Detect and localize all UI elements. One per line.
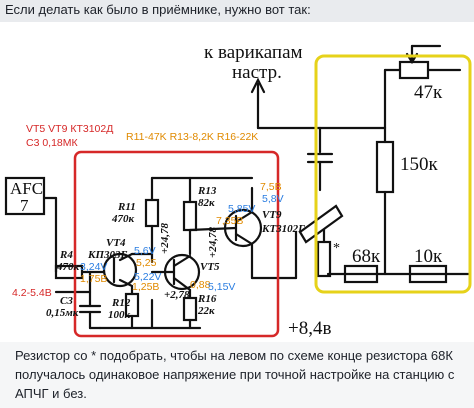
label-afc: AFC (10, 179, 43, 198)
note-v-088: 0,88 (190, 279, 211, 291)
label-r12: R12 (111, 297, 131, 309)
resistor-star (316, 240, 332, 278)
label-vt5: VT5 (200, 261, 220, 273)
note-v-585: 5,85V (228, 203, 255, 215)
label-vt4-type: КП303Г (87, 249, 128, 261)
note-v-125: 1,25В (132, 281, 159, 293)
note-v-175: 1,75В (80, 273, 107, 285)
note-v-56: 5,6V (134, 245, 156, 257)
note-resistors: R11-47K R13-8,2K R16-22K (126, 131, 258, 143)
label-c3-value: 0,15мк (46, 307, 79, 319)
afc-terminal-box (4, 176, 46, 216)
resistor-150k (375, 140, 395, 194)
label-vt9: VT9 (262, 209, 282, 221)
label-r12-value: 100к (108, 309, 131, 321)
post-bottom-text: Резистор со * подобрать, чтобы на левом … (15, 348, 455, 401)
resistor-47k (398, 60, 430, 80)
label-150k: 150к (400, 154, 439, 175)
note-v-525: 5,25 (136, 257, 157, 269)
post-top-text: Если делать как было в приёмнике, нужно … (5, 2, 311, 17)
yellow-highlight-box (314, 54, 472, 294)
varicap-arrow (250, 77, 266, 94)
label-10k: 10к (414, 246, 443, 267)
note-v-range: 4.2-5.4В (12, 287, 52, 299)
note-v-735: 7,35В (216, 215, 243, 227)
label-v-278: +2,78 (164, 289, 190, 301)
resistor-r11 (144, 198, 160, 228)
note-v-515: 5,15V (208, 281, 235, 293)
label-v-2478b: +24,78 (207, 226, 219, 258)
label-r11: R11 (117, 201, 136, 213)
note-v-58: 5,8V (262, 193, 284, 205)
label-r13-value: 82к (198, 197, 215, 209)
transistor-vt4 (102, 252, 138, 288)
note-v-324: 3,24V (80, 261, 107, 273)
note-v-522: 5,22V (134, 271, 161, 283)
resistor-68k (343, 264, 379, 284)
label-r16-value: 22к (197, 305, 215, 317)
label-r16: R16 (197, 293, 217, 305)
label-c3: C3 (60, 295, 73, 307)
label-vt4: VT4 (106, 237, 126, 249)
label-vt9-type: КТ3102Г (261, 223, 305, 235)
resistor-r13 (182, 200, 198, 232)
label-r11-value: 470к (111, 213, 135, 225)
label-supply: +8,4в (288, 318, 331, 339)
red-highlight-box (73, 150, 280, 338)
label-68k: 68к (352, 246, 381, 267)
label-varicap-1: к варикапам (204, 42, 303, 63)
resistor-10k (408, 264, 448, 284)
label-47k: 47к (414, 82, 443, 103)
label-varicap-2: настр. (232, 62, 282, 83)
label-r4: R4 (59, 249, 73, 261)
schematic-diagram: к варикапам настр. 47к 150к 68к 10к +8,4… (4, 42, 472, 339)
label-v-2478: +24,78 (159, 222, 171, 254)
resistor-r16 (182, 296, 198, 322)
label-r13: R13 (197, 185, 217, 197)
label-afc-pin: 7 (20, 196, 29, 215)
note-capacitor: C3 0,18МК (26, 137, 79, 149)
schematic-image: к варикапам настр. 47к 150к 68к 10к +8,4… (0, 22, 474, 342)
note-transistors: VT5 VT9 КТ3102Д (26, 123, 113, 135)
note-v-75: 7,5В (260, 181, 282, 193)
label-star: * (333, 241, 340, 256)
label-r4-value: 470к (56, 261, 80, 273)
post-header-bar: Если делать как было в приёмнике, нужно … (0, 0, 474, 22)
